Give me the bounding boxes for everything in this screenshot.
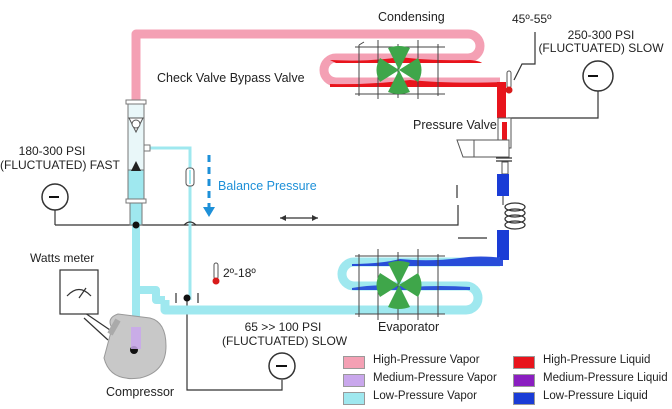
high-gauge-label-1: 250-300 PSI [567, 28, 635, 42]
compressor-label: Compressor [106, 385, 175, 399]
pressure-valve-label: Pressure Valve [413, 118, 497, 132]
balance-pressure-arrow [203, 155, 215, 217]
watts-meter [59, 269, 99, 315]
bypass-line [148, 146, 192, 300]
expansion-coil [504, 202, 526, 230]
compressor [103, 313, 167, 380]
low-gauge-label-1: 65 >> 100 PSI [244, 320, 322, 334]
legend-label: Medium-Pressure Vapor [373, 372, 497, 384]
legend-swatch [343, 356, 365, 369]
pressure-valve [456, 117, 512, 175]
low-gauge-label-2: (FLUCTUATED) SLOW [222, 334, 348, 348]
low-pressure-gauge [268, 352, 296, 380]
evaporator-label: Evaporator [378, 320, 440, 334]
sight-glass [185, 167, 195, 187]
condenser-fan [355, 40, 445, 99]
check-valve-label: Check Valve Bypass Valve [157, 71, 305, 85]
junction-dots [132, 221, 191, 302]
thermometer-icon [212, 262, 220, 285]
left-gauge-label-2: (FLUCTUATED) FAST [0, 158, 120, 172]
legend-label: High-Pressure Liquid [543, 354, 651, 366]
left-pressure-gauge [41, 183, 69, 211]
evaporator-temp-label: 2º-18º [223, 266, 256, 280]
legend-swatch [513, 374, 535, 387]
legend-swatch [343, 392, 365, 405]
legend-swatch [343, 374, 365, 387]
high-gauge-label-2: (FLUCTUATED) SLOW [538, 41, 664, 55]
legend-swatch [513, 392, 535, 405]
legend-label: Low-Pressure Liquid [543, 390, 648, 402]
legend-label: High-Pressure Vapor [373, 354, 480, 366]
left-gauge-label-1: 180-300 PSI [18, 144, 86, 158]
low-pressure-liquid-line [497, 174, 526, 260]
thermometer-icon [505, 70, 513, 94]
check-valve [125, 96, 151, 226]
legend-swatch [513, 356, 535, 369]
balance-pressure-label: Balance Pressure [218, 179, 317, 193]
condensing-temp-label: 45º-55º [512, 12, 552, 26]
watts-meter-label: Watts meter [30, 251, 95, 265]
high-pressure-gauge [582, 60, 614, 92]
legend-label: Medium-Pressure Liquid [543, 372, 668, 384]
legend-label: Low-Pressure Vapor [373, 390, 477, 402]
evaporator-fan [355, 249, 445, 320]
condensing-label: Condensing [378, 10, 445, 24]
